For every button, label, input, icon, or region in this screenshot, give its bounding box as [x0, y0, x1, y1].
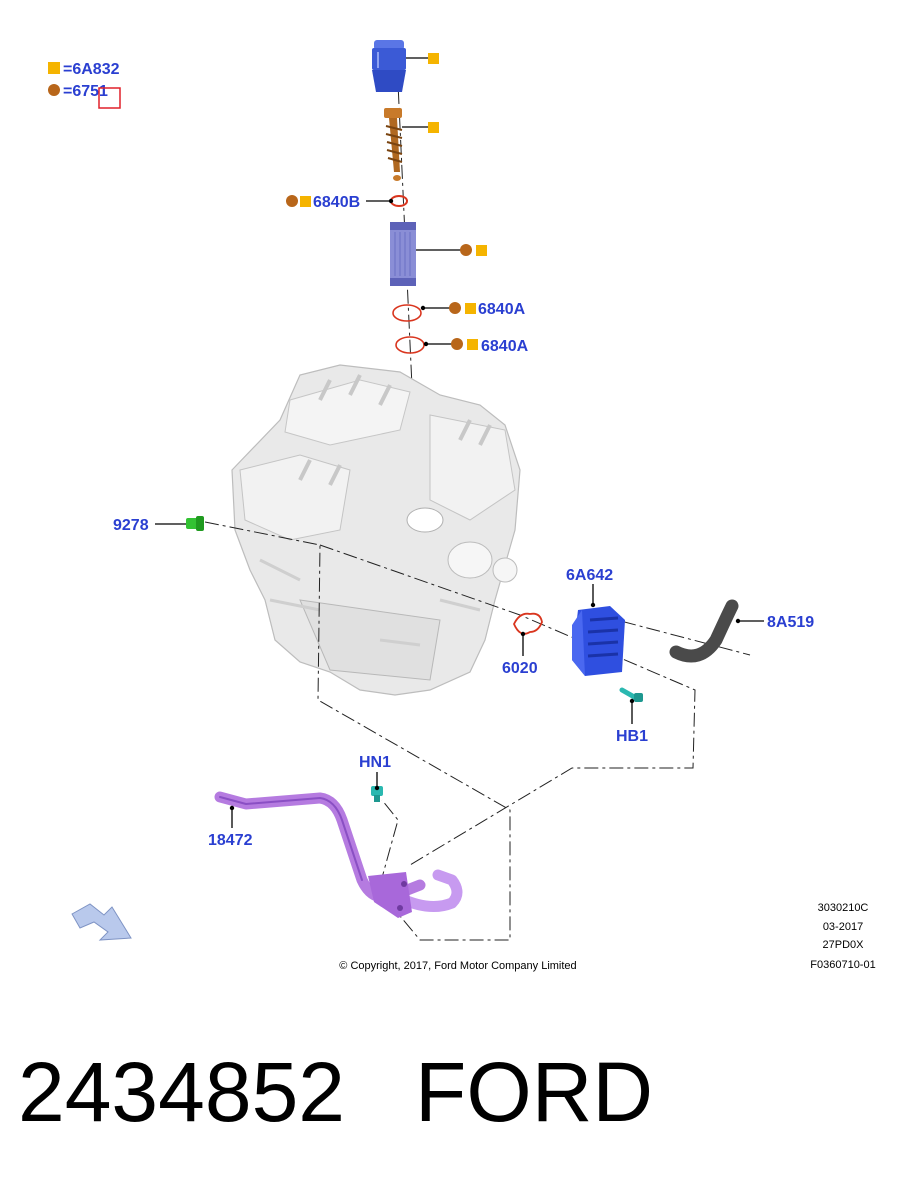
legend-circle-text: =6751: [63, 83, 108, 100]
bolt-square-marker: [428, 122, 439, 133]
caption-gap: [345, 1045, 415, 1139]
marker-6840A-2-circle: [451, 338, 463, 350]
leader-6840B-dot: [388, 198, 394, 204]
leader-6A642-dot: [590, 602, 596, 608]
oil-filter-element: [390, 222, 416, 286]
callout-18472: 18472: [208, 832, 253, 849]
stud-HN1: [371, 786, 383, 802]
meta-line-4: F0360710-01: [810, 959, 875, 971]
callout-8A519: 8A519: [767, 614, 814, 631]
callout-6A642: 6A642: [566, 567, 613, 584]
legend-circle-marker: [48, 84, 60, 96]
filter-square-marker: [476, 245, 487, 256]
oring-6840A-2: [395, 336, 425, 354]
marker-6840A-1-square: [465, 303, 476, 314]
cap-square-marker: [428, 53, 439, 64]
gasket-6020: [513, 612, 543, 635]
marker-6840B-circle: [286, 195, 298, 207]
callout-HN1: HN1: [359, 754, 391, 771]
callout-6840A-2: 6840A: [481, 338, 529, 355]
hose-8A519: [669, 599, 739, 663]
marker-6840A-1-circle: [449, 302, 461, 314]
sensor-9278: [186, 516, 204, 531]
drawing-meta: 3030210C 03-2017 27PD0X F0360710-01: [810, 902, 875, 971]
leader-6840A-2-dot: [423, 341, 429, 347]
footer-caption: 2434852 FORD: [18, 1050, 653, 1134]
oil-cooler-6A642: [572, 606, 625, 676]
oring-6840A-1: [392, 304, 422, 322]
front-direction-arrow-icon: [71, 903, 132, 941]
oil-tube-18472: [214, 791, 463, 913]
leader-6840A-1-dot: [420, 305, 426, 311]
brand-name: FORD: [415, 1045, 654, 1139]
leader-18472-dot: [229, 805, 235, 811]
oring-6840B: [390, 195, 408, 207]
marker-6840A-2-square: [467, 339, 478, 350]
legend: =6A832 =6751: [48, 61, 121, 109]
filter-circle-marker: [460, 244, 472, 256]
marker-6840B-square: [300, 196, 311, 207]
callout-9278: 9278: [113, 517, 149, 534]
oil-tube-bracket: [368, 872, 412, 918]
meta-line-2: 03-2017: [823, 921, 863, 933]
bolt-HB1: [619, 687, 643, 702]
part-number: 2434852: [18, 1045, 346, 1139]
copyright-notice: © Copyright, 2017, Ford Motor Company Li…: [339, 960, 576, 972]
meta-line-3: 27PD0X: [823, 939, 865, 951]
legend-square-text: =6A832: [63, 61, 120, 78]
leader-6020-dot: [520, 631, 526, 637]
callout-6840B: 6840B: [313, 194, 360, 211]
leader-HN1-dot: [374, 785, 380, 791]
meta-line-1: 3030210C: [818, 902, 869, 914]
callout-HB1: HB1: [616, 728, 648, 745]
selection-box: [98, 87, 121, 109]
leader-HB1-dot: [629, 698, 635, 704]
legend-square-marker: [48, 62, 60, 74]
callout-6020: 6020: [502, 660, 538, 677]
center-bolt: [384, 108, 403, 181]
oil-filter-cap: [372, 40, 406, 92]
leader-8A519-dot: [735, 618, 741, 624]
engine-illustration: [231, 364, 521, 696]
callout-6840A-1: 6840A: [478, 301, 526, 318]
